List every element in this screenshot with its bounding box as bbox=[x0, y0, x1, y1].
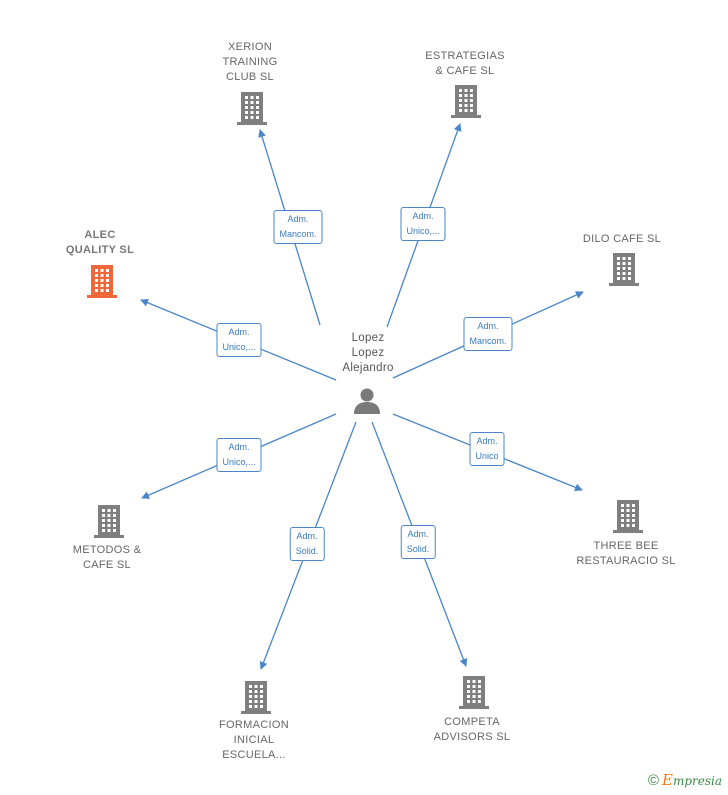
company-name-line: DILO CAFE SL bbox=[582, 233, 662, 245]
building-icon[interactable] bbox=[240, 679, 272, 720]
company-name-line: TRAINING bbox=[222, 56, 278, 68]
role-label-line: Adm. bbox=[412, 211, 434, 221]
company-name-xerion[interactable]: XERION TRAINING CLUB SL bbox=[223, 40, 278, 85]
brand-name: mpresia bbox=[672, 774, 722, 788]
role-label-line: Mancom. bbox=[469, 336, 507, 346]
role-label-line: Solid. bbox=[406, 544, 430, 554]
role-label-line: Adm. bbox=[228, 327, 250, 337]
role-label-line: Adm. bbox=[296, 531, 318, 541]
brand-initial: E bbox=[661, 771, 673, 789]
role-label-line: Unico,... bbox=[406, 226, 440, 236]
company-name-line: ADVISORS SL bbox=[433, 731, 511, 743]
role-label-line: Unico,... bbox=[222, 457, 256, 467]
company-name-line: CLUB SL bbox=[226, 71, 274, 83]
role-label-line: Mancom. bbox=[279, 229, 317, 239]
role-label-estrategias[interactable]: Adm. Unico,... bbox=[400, 207, 446, 241]
company-name-dilo[interactable]: DILO CAFE SL bbox=[583, 232, 661, 247]
role-label-competa[interactable]: Adm. Solid. bbox=[400, 525, 436, 559]
role-label-line: Unico bbox=[475, 451, 499, 461]
role-label-alec[interactable]: Adm. Unico,... bbox=[216, 323, 262, 357]
company-name-line: THREE BEE bbox=[593, 540, 659, 552]
company-name-formacion[interactable]: FORMACION INICIAL ESCUELA... bbox=[219, 718, 289, 763]
copyright-icon: © bbox=[647, 772, 659, 789]
role-label-line: Adm. bbox=[287, 214, 309, 224]
role-label-line: Adm. bbox=[477, 321, 499, 331]
center-name-line: Lopez bbox=[351, 347, 385, 359]
role-label-threebee[interactable]: Adm. Unico bbox=[469, 432, 505, 466]
center-person-name: Lopez Lopez Alejandro bbox=[342, 331, 393, 376]
building-icon[interactable] bbox=[608, 251, 640, 292]
company-name-estrategias[interactable]: ESTRATEGIAS & CAFE SL bbox=[425, 49, 505, 79]
company-name-line: ALEC bbox=[84, 229, 116, 241]
building-icon[interactable] bbox=[458, 674, 490, 715]
role-label-line: Adm. bbox=[407, 529, 429, 539]
company-name-alec[interactable]: ALEC QUALITY SL bbox=[66, 228, 134, 258]
company-name-line: QUALITY SL bbox=[65, 244, 135, 256]
company-name-line: ESTRATEGIAS bbox=[425, 50, 505, 62]
center-name-line: Alejandro bbox=[342, 362, 394, 374]
role-label-xerion[interactable]: Adm. Mancom. bbox=[273, 210, 323, 244]
company-name-line: COMPETA bbox=[444, 716, 500, 728]
role-label-line: Unico,... bbox=[222, 342, 256, 352]
person-icon[interactable] bbox=[352, 386, 382, 416]
building-icon[interactable] bbox=[236, 90, 268, 131]
footer-brand: ©Empresia bbox=[648, 771, 722, 789]
company-name-line: & CAFE SL bbox=[435, 65, 495, 77]
building-icon[interactable] bbox=[612, 498, 644, 539]
company-name-competa[interactable]: COMPETA ADVISORS SL bbox=[434, 715, 511, 745]
company-name-line: ESCUELA... bbox=[222, 749, 286, 761]
role-label-formacion[interactable]: Adm. Solid. bbox=[289, 527, 325, 561]
company-name-line: METODOS & bbox=[72, 544, 142, 556]
company-name-line: FORMACION bbox=[219, 719, 289, 731]
center-name-line: Lopez bbox=[351, 332, 385, 344]
company-name-metodos[interactable]: METODOS & CAFE SL bbox=[73, 543, 142, 573]
building-icon[interactable] bbox=[450, 83, 482, 124]
role-label-dilo[interactable]: Adm. Mancom. bbox=[463, 317, 513, 351]
company-name-line: CAFE SL bbox=[83, 559, 131, 571]
role-label-line: Adm. bbox=[476, 436, 498, 446]
company-name-line: XERION bbox=[228, 41, 272, 53]
role-label-metodos[interactable]: Adm. Unico,... bbox=[216, 438, 262, 472]
building-icon[interactable] bbox=[86, 263, 118, 304]
role-label-line: Solid. bbox=[295, 546, 319, 556]
building-icon[interactable] bbox=[93, 503, 125, 544]
company-name-line: RESTAURACIO SL bbox=[576, 555, 676, 567]
role-label-line: Adm. bbox=[228, 442, 250, 452]
company-name-line: INICIAL bbox=[233, 734, 275, 746]
company-name-threebee[interactable]: THREE BEE RESTAURACIO SL bbox=[576, 539, 675, 569]
